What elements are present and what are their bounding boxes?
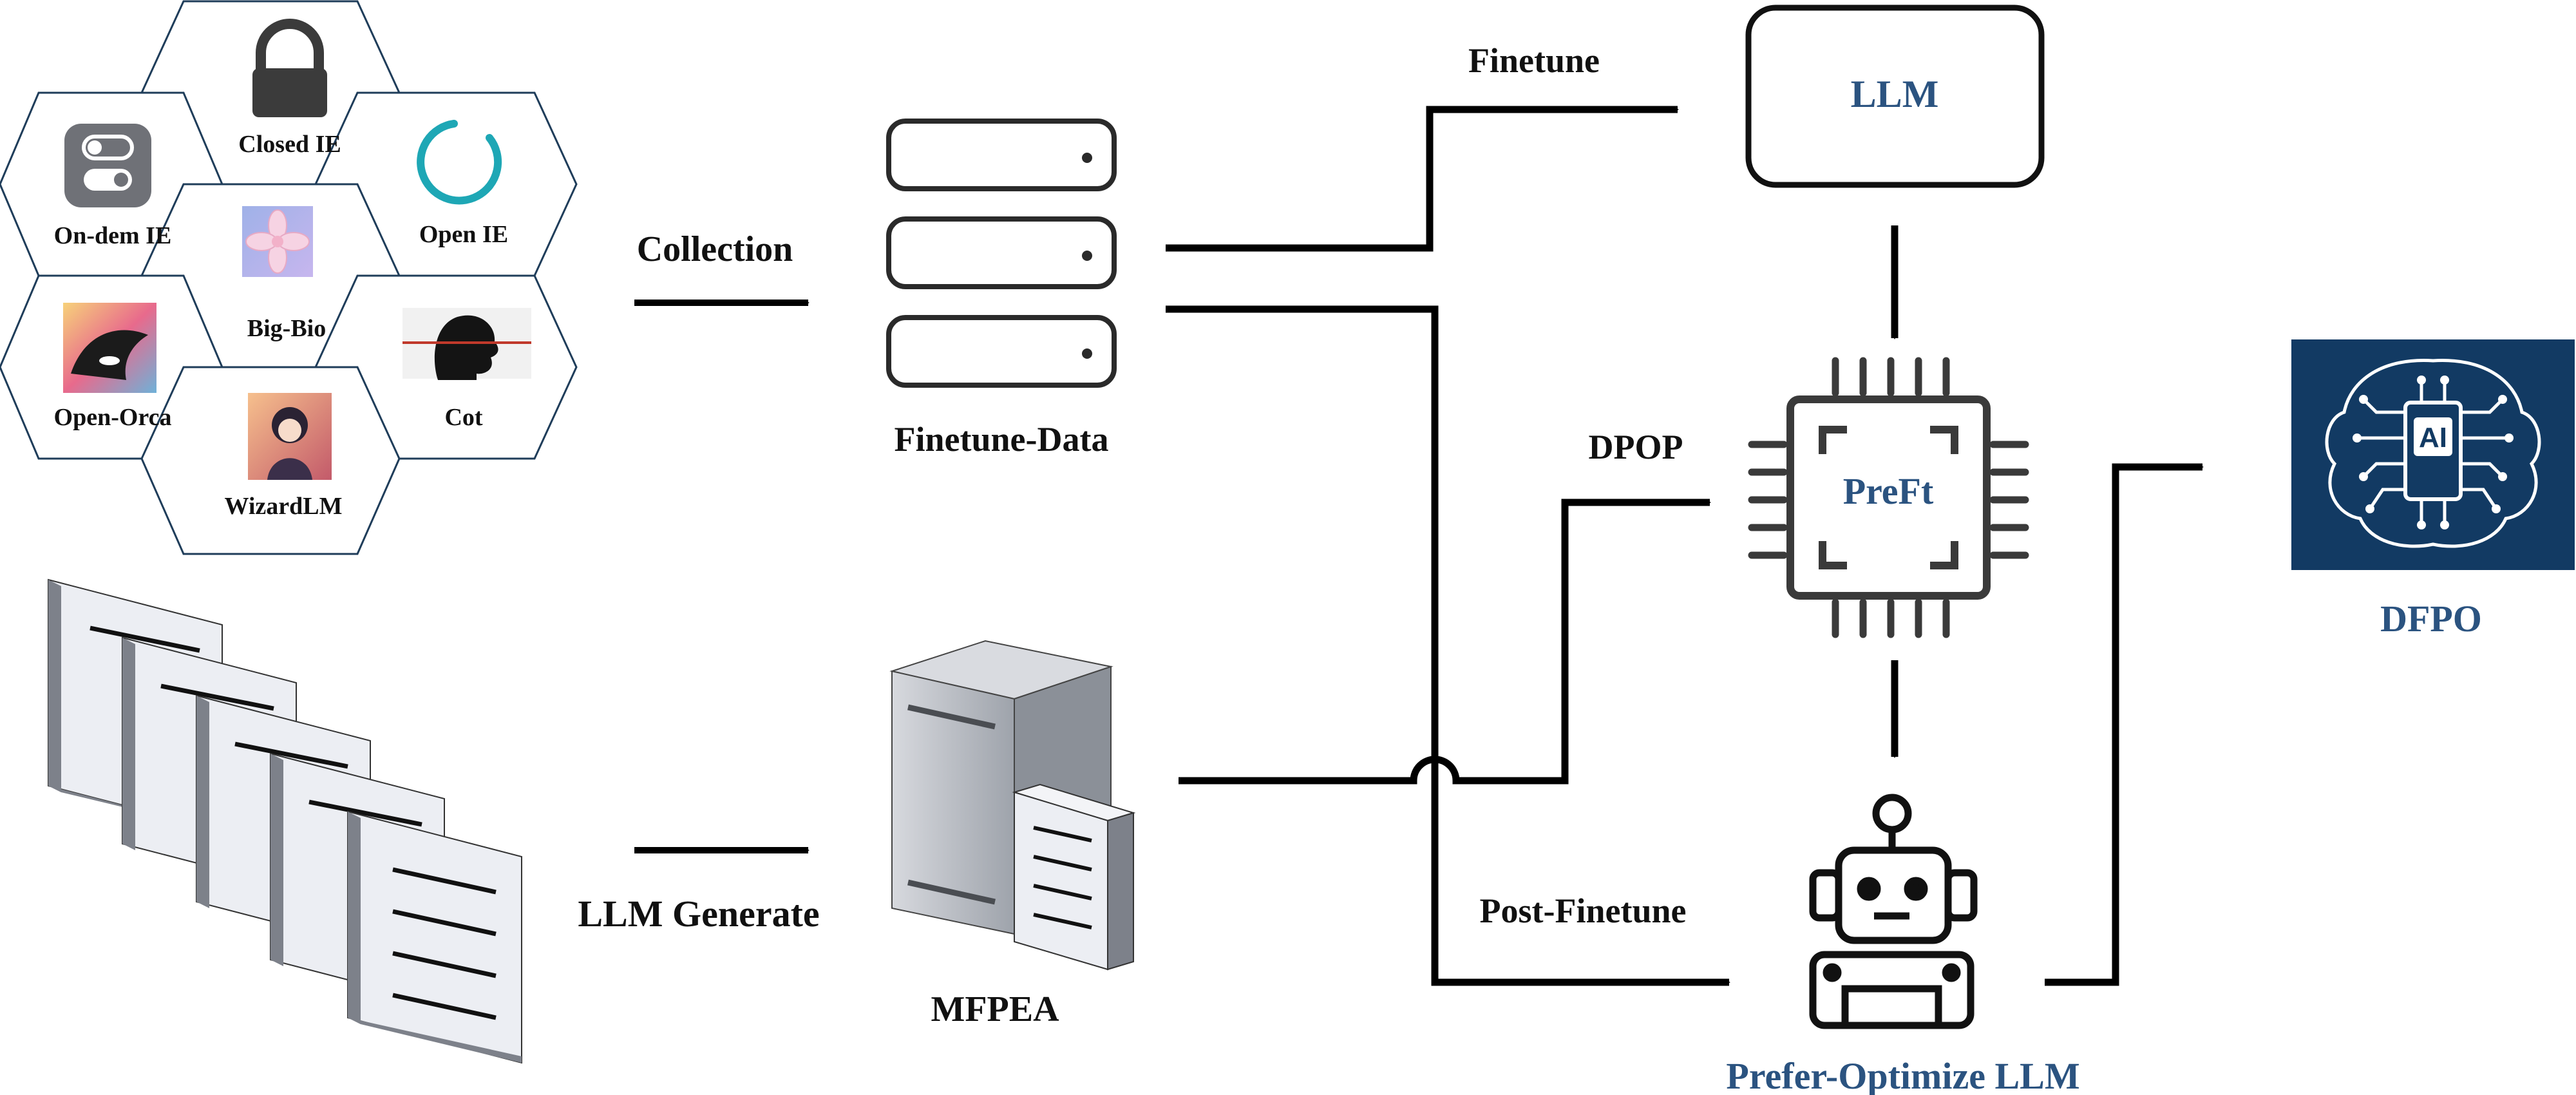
hex-label-big-bio: Big-Bio [247,315,326,342]
hex-label-open-orca: Open-Orca [54,404,172,431]
post-finetune-arrow [1166,305,1730,986]
hex-label-cot: Cot [444,404,482,431]
robot-icon [1809,794,1978,1029]
llm-box-label: LLM [1851,73,1939,115]
dfpo-ai-brain-icon [2291,339,2575,570]
lock-icon [252,19,327,117]
mfpea-label: MFPEA [931,989,1059,1029]
finetune-arrow [1166,106,1679,252]
preft-chip-icon [1748,357,2029,638]
hex-label-wizardlm: WizardLM [225,493,343,520]
head-silhouette-icon [402,308,531,380]
dfpo-label: DFPO [2380,598,2482,640]
collection-label: Collection [637,229,793,269]
llm-box [1745,5,2045,188]
loading-ring-icon [417,120,502,205]
post-finetune-label: Post-Finetune [1480,891,1687,930]
database-server-icon [886,119,1117,388]
llm-generate-label: LLM Generate [578,893,819,935]
finetune-label: Finetune [1468,41,1600,80]
server-led-icons [1082,153,1092,359]
hex-label-open-ie: Open IE [419,221,508,248]
orca-image-icon [63,303,156,393]
hex-label-closed-ie: Closed IE [238,131,341,158]
mfpea-server-tower-icon [889,640,1136,971]
hex-label-on-dem-ie: On-dem IE [54,222,172,249]
robot-to-dfpo-arrow [2045,463,2204,986]
connectors [634,106,2204,986]
document-stack-icon [48,578,522,1064]
flower-image-icon [242,206,313,277]
dpop-label: DPOP [1589,428,1683,466]
preft-label: PreFt [1843,470,1934,512]
anime-character-image-icon [248,393,332,480]
toggle-switch-icon [64,124,151,207]
dpop-arrow [1179,499,1711,785]
ai-chip-label: AI [2419,422,2447,453]
document-page-icon [347,810,522,1064]
prefer-optimize-llm-label: Prefer-Optimize LLM [1726,1055,2079,1095]
finetune-data-label: Finetune-Data [895,420,1109,459]
